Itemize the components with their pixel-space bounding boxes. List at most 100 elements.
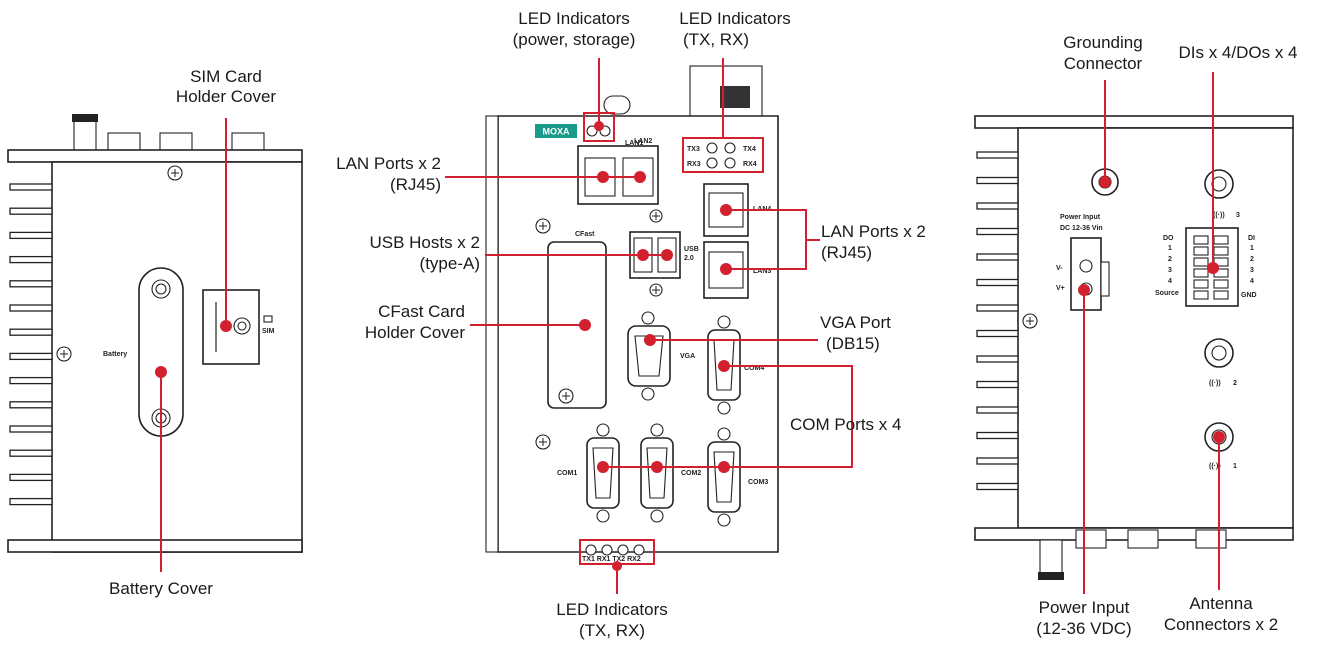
callout-dot: [155, 366, 167, 378]
brand-logo: [535, 124, 577, 138]
dio-pin: [1193, 279, 1209, 289]
dio-pin: [1193, 268, 1209, 278]
top-port-inner: [720, 86, 750, 108]
heatsink-fin: [976, 176, 1019, 185]
heatsink-fin: [976, 457, 1019, 465]
tx3-label: TX3: [687, 146, 700, 153]
bottom-connector-cap: [1038, 572, 1064, 580]
antenna-callout-line1: Antenna: [1189, 594, 1253, 613]
usb-callout-line2: (type-A): [420, 254, 480, 273]
heatsink-fin: [976, 380, 1019, 389]
heatsink-fin: [9, 449, 53, 457]
com-callout: COM Ports x 4: [790, 415, 901, 434]
led-rx4: [724, 157, 736, 169]
callout-dot: [1078, 284, 1090, 296]
heatsink-fin: [9, 352, 53, 361]
power-input-terminal: [1070, 237, 1102, 311]
do-num-4: 4: [1168, 278, 1172, 285]
heatsink-fin: [976, 253, 1019, 261]
callout-dot: [1207, 262, 1219, 274]
screw-icon: [649, 283, 663, 297]
com2-label: COM2: [681, 470, 701, 477]
ant3-label: 3: [1236, 212, 1240, 219]
heatsink-fins-left: [9, 183, 53, 506]
callout-dot: [220, 320, 232, 332]
dio-pin: [1193, 235, 1209, 245]
source-label: Source: [1155, 290, 1179, 297]
power-input-callout-line2: (12-36 VDC): [1036, 619, 1131, 638]
usb-label-1: USB: [684, 246, 699, 253]
screw-icon: [641, 311, 655, 401]
callout-dot: [1099, 176, 1111, 188]
do-num-2: 2: [1168, 256, 1172, 263]
dio-pin: [1213, 290, 1229, 300]
cfast-callout-line1: CFast Card: [378, 302, 465, 321]
screw-icon: [558, 388, 574, 404]
vga-callout-line2: (DB15): [826, 334, 880, 353]
com4-label: COM4: [744, 365, 764, 372]
callout-dot: [594, 121, 604, 131]
di-num-3: 3: [1250, 267, 1254, 274]
callout-dot: [612, 561, 622, 571]
screw-icon: [535, 434, 551, 450]
ant1-label: 1: [1233, 463, 1237, 470]
heatsink-fin: [9, 425, 53, 433]
callout-dot: [661, 249, 673, 261]
heatsink-fin: [976, 278, 1019, 287]
di-num-2: 2: [1250, 256, 1254, 263]
dio-pin: [1193, 257, 1209, 267]
antenna-icon: ((·)): [1209, 380, 1221, 387]
sim-cover-callout-line1: SIM Card: [190, 67, 262, 86]
front-left-edge: [485, 115, 499, 553]
dio-pin: [1213, 246, 1229, 256]
sim-cover-callout-line2: Holder Cover: [176, 87, 276, 106]
callout-dot: [720, 263, 732, 275]
grounding-callout-line2: Connector: [1064, 54, 1143, 73]
tx-rx-bottom-label: TX1 RX1 TX2 RX2: [582, 556, 641, 563]
power-input-callout-line1: Power Input: [1039, 598, 1130, 617]
callout-dot: [718, 360, 730, 372]
callout-dot: [637, 249, 649, 261]
bottom-connector-a: [1039, 539, 1063, 577]
screw-icon: [56, 346, 72, 362]
dio-pin: [1193, 246, 1209, 256]
led-rx2: [633, 544, 645, 556]
led-power-storage-callout-line2: (power, storage): [513, 30, 636, 49]
heatsink-fin: [9, 304, 53, 312]
lan1-label: LAN1: [625, 140, 643, 147]
lan2-label: LAN2: [634, 138, 652, 145]
led-tx-rx-top-callout-line2: (TX, RX): [683, 30, 749, 49]
heatsink-fin: [9, 473, 53, 482]
lan-left-callout-line1: LAN Ports x 2: [336, 154, 441, 173]
dio-pin: [1193, 290, 1209, 300]
lan3-label: LAN3: [753, 268, 771, 275]
screw-icon: [151, 279, 171, 299]
heatsink-fin: [9, 376, 53, 385]
callout-dot: [597, 461, 609, 473]
lan-right-callout-line1: LAN Ports x 2: [821, 222, 926, 241]
led-tx1: [585, 544, 597, 556]
callout-dot: [720, 204, 732, 216]
heatsink-fins-right: [976, 151, 1019, 491]
callout-dot: [597, 171, 609, 183]
heatsink-fin: [976, 406, 1019, 414]
com3-label: COM3: [748, 479, 768, 486]
heatsink-fin: [976, 227, 1019, 236]
top-knob: [603, 95, 631, 115]
di-label: DI: [1248, 235, 1255, 242]
cfast-label: CFast: [575, 231, 595, 238]
led-power-storage-callout-line1: LED Indicators: [518, 9, 630, 28]
led-tx2: [617, 544, 629, 556]
antenna-icon: ((·)): [1209, 463, 1221, 470]
heatsink-fin: [976, 304, 1019, 312]
heatsink-fin: [9, 255, 53, 264]
di-num-4: 4: [1250, 278, 1254, 285]
led-rx1: [601, 544, 613, 556]
right-top-bar: [974, 115, 1294, 129]
screw-icon: [535, 218, 551, 234]
callout-dot: [651, 461, 663, 473]
vga-callout-line1: VGA Port: [820, 313, 891, 332]
screw-icon: [650, 423, 664, 523]
callout-dot: [579, 319, 591, 331]
